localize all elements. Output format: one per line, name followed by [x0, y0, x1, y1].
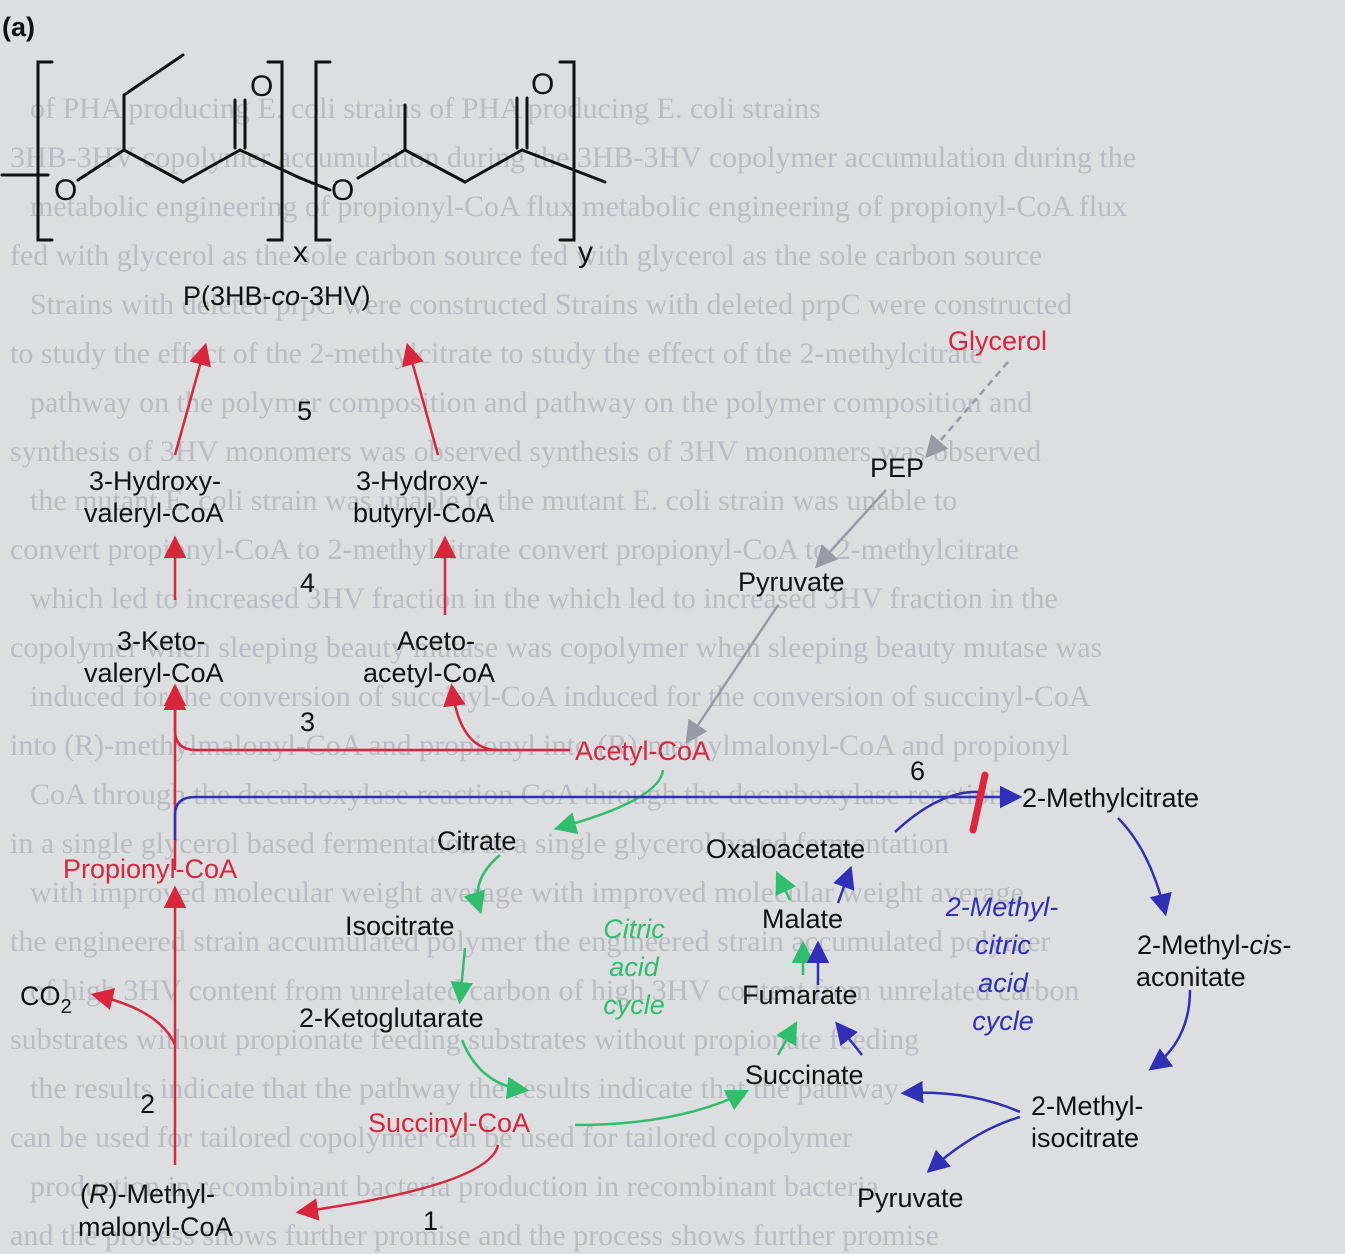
background-text-line: into (R)-methylmalonyl-CoA and propionyl… — [10, 729, 1069, 762]
copolymer-structure — [0, 53, 607, 242]
carbonyl-oxygen-1: O — [250, 70, 273, 103]
svg-text:citric: citric — [975, 930, 1031, 960]
svg-text:acid: acid — [978, 968, 1029, 998]
background-text-line: in a single glycerol based fermentation … — [10, 827, 949, 860]
node-isocitrate: Isocitrate — [345, 911, 455, 941]
node-3-hydroxyvaleryl-coa-line2: valeryl-CoA — [84, 498, 224, 528]
node-3-hydroxybutyryl-coa-line2: butyryl-CoA — [353, 498, 494, 528]
node-malate: Malate — [762, 904, 843, 934]
copolymer-name: P(3HB-co-3HV) — [183, 281, 371, 311]
background-text-line: of high 3HV content from unrelated carbo… — [30, 974, 1079, 1007]
red-arrows — [90, 342, 570, 1221]
svg-text:2-Methyl-: 2-Methyl- — [945, 892, 1059, 922]
node-2-methyl-cis-aconitate-line2: aconitate — [1136, 962, 1246, 992]
background-text-line: the engineered strain accumulated polyme… — [10, 925, 1050, 958]
background-text-line: CoA through the decarboxylase reaction C… — [30, 778, 1004, 811]
node-acetyl-coa: Acetyl-CoA — [575, 736, 710, 766]
background-text-line: copolymer when sleeping beauty mutase wa… — [10, 631, 1102, 664]
prpC-block-bar — [969, 771, 989, 834]
background-text-line: Strains with deleted prpC were construct… — [30, 288, 1072, 321]
step-number-5: 5 — [297, 396, 312, 426]
node-2-methylcitrate: 2-Methylcitrate — [1022, 783, 1199, 813]
background-text-line: synthesis of 3HV monomers was observed s… — [10, 435, 1041, 468]
node-glycerol: Glycerol — [948, 326, 1047, 356]
node-fumarate: Fumarate — [742, 980, 858, 1010]
node-pyruvate-bottom: Pyruvate — [857, 1183, 964, 1213]
svg-text:acid: acid — [609, 952, 660, 982]
background-text-line: with improved molecular weight average w… — [30, 876, 1024, 909]
step-number-6: 6 — [910, 756, 925, 786]
node-r-methylmalonyl-coa-line1: (R)-Methyl- — [80, 1179, 215, 1209]
ester-oxygen-1: O — [54, 174, 77, 207]
background-text-line: to study the effect of the 2-methylcitra… — [10, 337, 983, 370]
node-succinate: Succinate — [745, 1060, 864, 1090]
node-r-methylmalonyl-coa-line2: malonyl-CoA — [78, 1212, 233, 1242]
gray-arrows — [685, 361, 1009, 744]
background-text-line: and the process shows further promise an… — [10, 1219, 939, 1252]
background-text-line: fed with glycerol as the sole carbon sou… — [10, 239, 1042, 272]
node-pyruvate-top: Pyruvate — [738, 567, 845, 597]
methylcitric-acid-cycle-label: 2-Methyl- citric acid cycle — [945, 892, 1059, 1036]
step-number-4: 4 — [300, 568, 315, 598]
svg-text:cycle: cycle — [972, 1006, 1034, 1036]
subscript-x: x — [293, 236, 308, 269]
green-arrows — [450, 769, 815, 1127]
node-2-methyl-cis-aconitate-line1: 2-Methyl-cis- — [1137, 930, 1292, 960]
background-text-line: which led to increased 3HV fraction in t… — [30, 582, 1058, 615]
node-3-ketovaleryl-coa-line1: 3-Keto- — [117, 626, 206, 656]
background-text-line: metabolic engineering of propionyl-CoA f… — [30, 190, 1127, 223]
step-number-2: 2 — [140, 1089, 155, 1119]
node-pep: PEP — [870, 453, 924, 483]
background-text-line: substrates without propionate feeding su… — [10, 1023, 919, 1056]
blue-arrows — [173, 785, 1192, 1173]
background-text-line: can be used for tailored copolymer can b… — [10, 1121, 852, 1154]
step-number-3: 3 — [300, 707, 315, 737]
background-text-line: production in recombinant bacteria produ… — [30, 1170, 879, 1203]
background-text-line: convert propionyl-CoA to 2-methylcitrate… — [10, 533, 1019, 566]
node-3-hydroxyvaleryl-coa-line1: 3-Hydroxy- — [89, 466, 221, 496]
background-text-line: the mutant E. coli strain was unable to … — [30, 484, 957, 517]
node-propionyl-coa: Propionyl-CoA — [63, 854, 237, 884]
node-3-hydroxybutyryl-coa-line1: 3-Hydroxy- — [356, 466, 488, 496]
background-text-line: of PHA producing E. coli strains of PHA … — [30, 92, 821, 125]
node-acetoacetyl-coa-line1: Aceto- — [397, 626, 475, 656]
node-co2: CO2 — [20, 981, 72, 1018]
node-oxaloacetate: Oxaloacetate — [706, 834, 865, 864]
background-text-line: induced for the conversion of succinyl-C… — [30, 680, 1091, 713]
svg-text:Citric: Citric — [603, 914, 665, 944]
node-2-ketoglutarate: 2-Ketoglutarate — [299, 1003, 484, 1033]
svg-text:cycle: cycle — [603, 990, 665, 1020]
node-succinyl-coa: Succinyl-CoA — [368, 1108, 530, 1138]
subscript-y: y — [578, 236, 593, 269]
node-acetoacetyl-coa-line2: acetyl-CoA — [363, 658, 495, 688]
node-citrate: Citrate — [437, 826, 517, 856]
node-3-ketovaleryl-coa-line2: valeryl-CoA — [84, 658, 224, 688]
background-text-line: pathway on the polymer composition and p… — [30, 386, 1032, 419]
step-number-1: 1 — [423, 1206, 438, 1236]
panel-label: (a) — [2, 12, 35, 42]
node-2-methylisocitrate-line1: 2-Methyl- — [1031, 1091, 1144, 1121]
node-2-methylisocitrate-line2: isocitrate — [1031, 1123, 1139, 1153]
carbonyl-oxygen-2: O — [531, 68, 554, 101]
ester-oxygen-2: O — [331, 174, 354, 207]
citric-acid-cycle-label: Citric acid cycle — [603, 914, 665, 1020]
